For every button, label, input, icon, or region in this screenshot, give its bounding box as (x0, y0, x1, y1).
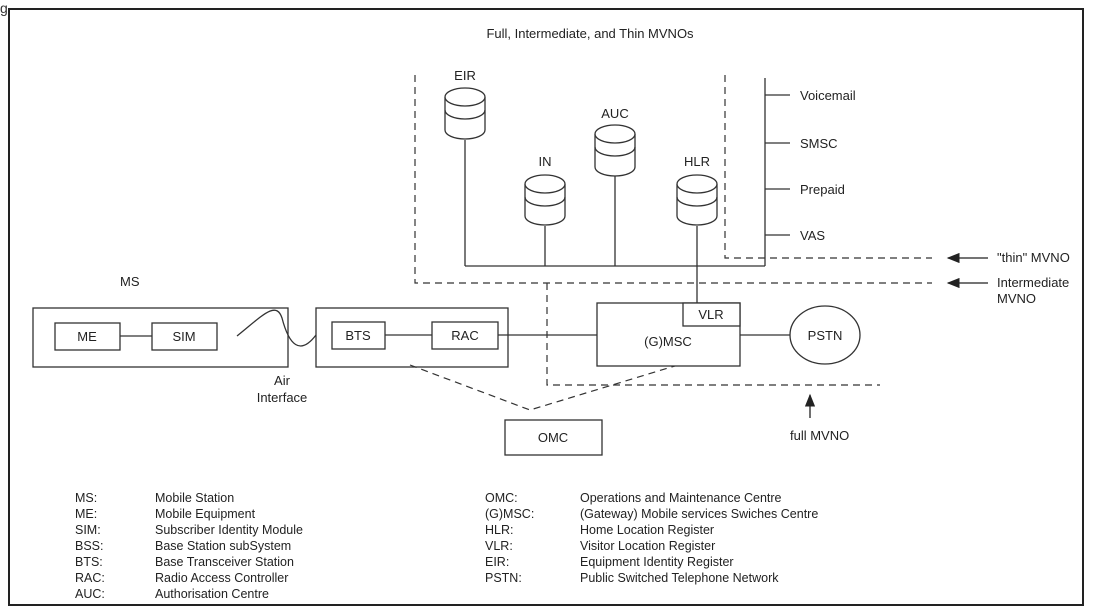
vlr-box (682, 302, 741, 327)
bts-box (331, 321, 386, 350)
eir-label: EIR (454, 68, 476, 83)
intermediate-mvno-boundary (414, 75, 932, 284)
hlr-database (676, 174, 718, 226)
rac-label: RAC (451, 328, 478, 343)
full-mvno-label: full MVNO (790, 428, 849, 443)
vlr-label: VLR (698, 307, 723, 322)
legend-abbr: ME: (75, 507, 97, 521)
legend-abbr: AUC: (75, 587, 105, 601)
legend-abbr: RAC: (75, 571, 105, 585)
database-nodes (444, 87, 718, 226)
legend-desc: Operations and Maintenance Centre (580, 491, 782, 505)
auc-label: AUC (601, 106, 628, 121)
legend-desc: Home Location Register (580, 523, 714, 537)
gmsc-label: (G)MSC (644, 334, 692, 349)
legend-abbr: PSTN: (485, 571, 522, 585)
omc-link (409, 364, 679, 411)
hlr-label: HLR (684, 154, 710, 169)
legend: MS: Mobile Station ME: Mobile Equipment … (75, 491, 818, 601)
air-interface-line1: Air (274, 373, 291, 388)
legend-desc: Mobile Station (155, 491, 234, 505)
legend-abbr: MS: (75, 491, 97, 505)
header-caption: g (0, 0, 8, 16)
full-mvno-boundary (546, 283, 880, 386)
legend-desc: Equipment Identity Register (580, 555, 734, 569)
auc-database (594, 124, 636, 177)
omc-label: OMC (538, 430, 568, 445)
vas-label: VAS (800, 228, 825, 243)
bss-box (315, 307, 509, 368)
ms-box (32, 307, 289, 368)
legend-abbr: EIR: (485, 555, 509, 569)
sim-label: SIM (172, 329, 195, 344)
legend-desc: Radio Access Controller (155, 571, 288, 585)
voicemail-label: Voicemail (800, 88, 856, 103)
smsc-label: SMSC (800, 136, 838, 151)
legend-desc: Authorisation Centre (155, 587, 269, 601)
legend-desc: Public Switched Telephone Network (580, 571, 779, 585)
legend-left-column: MS: Mobile Station ME: Mobile Equipment … (75, 491, 303, 601)
legend-abbr: VLR: (485, 539, 513, 553)
diagram-frame (8, 8, 1084, 606)
legend-desc: Subscriber Identity Module (155, 523, 303, 537)
omc-box (504, 419, 603, 456)
diagram-title: Full, Intermediate, and Thin MVNOs (486, 26, 694, 41)
arrows (804, 252, 988, 418)
in-database (524, 174, 566, 226)
legend-desc: Base Transceiver Station (155, 555, 294, 569)
intermediate-mvno-line2: MVNO (997, 291, 1036, 306)
eir-database (444, 87, 486, 140)
thin-mvno-boundary (724, 75, 932, 259)
legend-abbr: OMC: (485, 491, 518, 505)
in-label: IN (539, 154, 552, 169)
legend-desc: (Gateway) Mobile services Swiches Centre (580, 507, 818, 521)
intermediate-mvno-line1: Intermediate (997, 275, 1069, 290)
legend-desc: Visitor Location Register (580, 539, 715, 553)
legend-abbr: (G)MSC: (485, 507, 534, 521)
me-box (54, 322, 121, 351)
thin-mvno-label: "thin" MVNO (997, 250, 1070, 265)
legend-abbr: BTS: (75, 555, 103, 569)
mvno-boundaries (409, 75, 932, 411)
air-interface-line2: Interface (257, 390, 308, 405)
ms-label: MS (120, 274, 140, 289)
connection-lines (120, 78, 790, 347)
legend-right-column: OMC: Operations and Maintenance Centre (… (485, 491, 818, 585)
pstn-label: PSTN (808, 328, 843, 343)
legend-abbr: SIM: (75, 523, 101, 537)
legend-desc: Mobile Equipment (155, 507, 256, 521)
sim-box (151, 322, 218, 351)
prepaid-label: Prepaid (800, 182, 845, 197)
legend-desc: Base Station subSystem (155, 539, 291, 553)
legend-abbr: BSS: (75, 539, 104, 553)
rac-box (431, 321, 499, 350)
pstn-node (789, 305, 861, 365)
me-label: ME (77, 329, 97, 344)
bts-label: BTS (345, 328, 371, 343)
legend-abbr: HLR: (485, 523, 513, 537)
